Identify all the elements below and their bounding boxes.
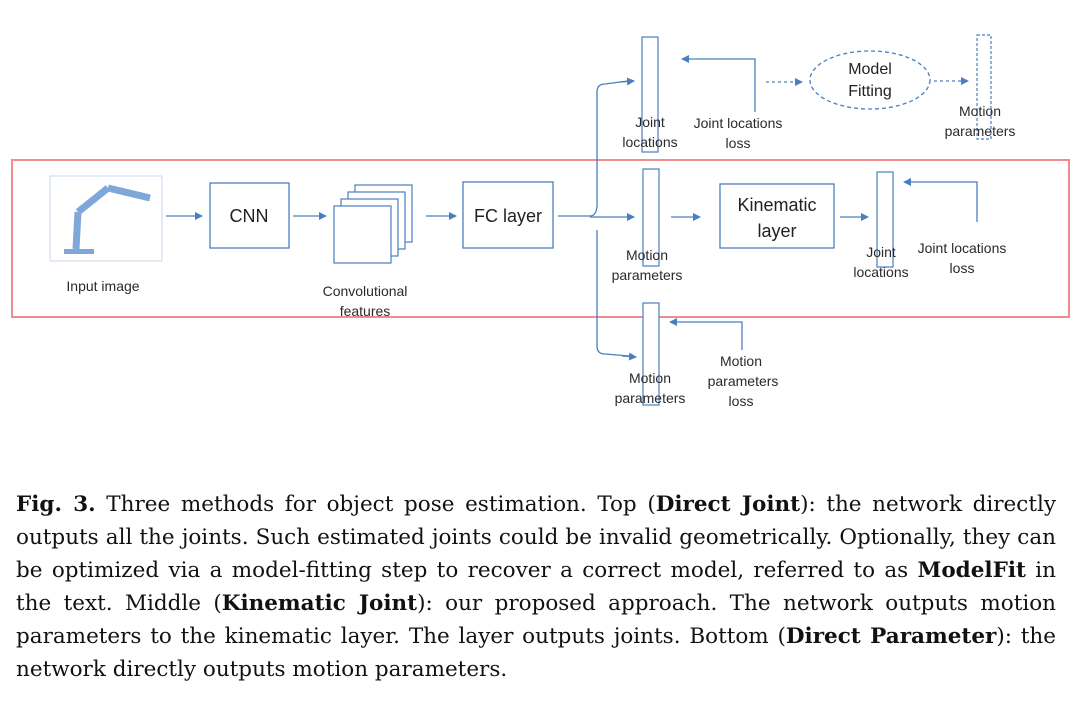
caption-text-1: Three methods for object pose estimation…	[95, 492, 656, 517]
bottom-loss-arrow	[669, 318, 743, 350]
caption-bold-kinematic-joint: Kinematic Joint	[221, 591, 418, 616]
input-image	[49, 175, 163, 262]
middle-joint-locations-label-2: locations	[853, 264, 908, 280]
caption-text-3: in the text. Middle (	[16, 558, 1056, 616]
middle-loss-arrow	[903, 178, 978, 222]
model-fitting-label-1: Model	[848, 61, 892, 78]
middle-loss-label-2: loss	[950, 260, 975, 276]
top-motion-params-label-2: parameters	[945, 123, 1016, 139]
cnn-label: CNN	[230, 206, 269, 226]
caption-text-2: ): the network directly outputs all the …	[16, 492, 1056, 583]
arrow-branch-top	[619, 77, 635, 86]
top-loss-label-2: loss	[726, 135, 751, 151]
middle-motion-params-bar	[642, 168, 660, 267]
pose-estimation-diagram: Input image CNN Convolutional features F…	[11, 34, 1070, 409]
fc-layer-label: FC layer	[474, 206, 542, 226]
caption-bold-direct-joint: Direct Joint	[655, 492, 801, 517]
conv-features-label-2: features	[340, 303, 391, 319]
top-loss-label-1: Joint locations	[694, 115, 783, 131]
caption-fig-label: Fig. 3.	[16, 492, 96, 517]
top-motion-params-label-1: Motion	[959, 103, 1001, 119]
bottom-loss-label-2: parameters	[708, 373, 779, 389]
bottom-motion-params-label-2: parameters	[615, 390, 686, 406]
figure-caption: Fig. 3. Three methods for object pose es…	[16, 488, 1056, 686]
caption-text-5: ): the network directly outputs motion p…	[16, 624, 1056, 682]
input-image-label: Input image	[66, 278, 139, 294]
bottom-motion-params-bar	[642, 302, 660, 406]
top-loss-arrow	[681, 55, 756, 112]
caption-text-4: ): our proposed approach. The network ou…	[16, 591, 1056, 649]
branch-connector	[558, 80, 630, 357]
cnn-box	[209, 182, 290, 249]
bottom-motion-params-label-1: Motion	[629, 370, 671, 386]
model-fitting-label-2: Fitting	[848, 83, 892, 100]
middle-motion-params-label-1: Motion	[626, 247, 668, 263]
kinematic-layer-label-2: layer	[757, 221, 796, 241]
convolutional-features-stack	[333, 184, 413, 264]
middle-joint-locations-bar	[876, 171, 894, 268]
middle-loss-label-1: Joint locations	[918, 240, 1007, 256]
top-joint-locations-bar	[641, 36, 659, 153]
model-fitting-ellipse	[809, 50, 931, 110]
bottom-loss-label-3: loss	[729, 393, 754, 409]
caption-bold-modelfit: ModelFit	[917, 558, 1026, 583]
top-motion-params-bar	[976, 34, 992, 140]
arrow-branch-bottom	[621, 352, 637, 361]
kinematic-layer-box	[719, 183, 835, 249]
top-joint-locations-label-1: Joint	[635, 114, 665, 130]
bottom-loss-label-1: Motion	[720, 353, 762, 369]
fc-layer-box	[462, 181, 554, 249]
middle-motion-params-label-2: parameters	[612, 267, 683, 283]
middle-row-highlight	[11, 159, 1070, 318]
kinematic-layer-label-1: Kinematic	[737, 195, 816, 215]
conv-features-label-1: Convolutional	[323, 283, 408, 299]
caption-bold-direct-parameter: Direct Parameter	[785, 624, 997, 649]
top-joint-locations-label-2: locations	[622, 134, 677, 150]
middle-joint-locations-label-1: Joint	[866, 244, 896, 260]
